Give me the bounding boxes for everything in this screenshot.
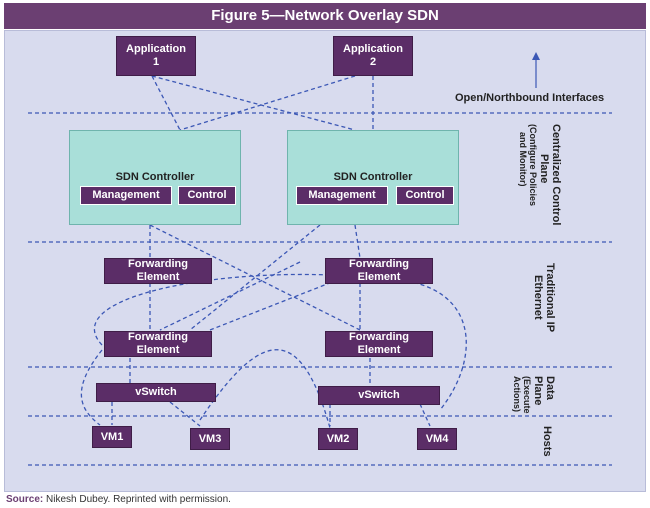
source-credit: Source: Nikesh Dubey. Reprinted with per… [6, 494, 231, 505]
side-label-line: Hosts [541, 426, 553, 457]
element-label: Element [357, 344, 401, 356]
element-label: Element [136, 344, 180, 356]
application-2-box: Application 2 [333, 36, 413, 76]
vm-box: VM1 [92, 426, 132, 448]
vswitch-box: vSwitch [318, 386, 440, 405]
side-label-line: Plane [538, 154, 550, 184]
forwarding-label: Forwarding [349, 258, 409, 270]
vm-box: VM2 [318, 428, 358, 450]
side-label-line: Plane [532, 376, 544, 406]
forwarding-element: Forwarding Element [325, 331, 433, 357]
side-label-sub: (Execute [522, 376, 532, 414]
control-box: Control [396, 186, 454, 205]
traditional-ip-label: Traditional IP Ethernet [532, 263, 556, 332]
controller-title: SDN Controller [333, 171, 413, 183]
forwarding-label: Forwarding [128, 331, 188, 343]
control-box: Control [178, 186, 236, 205]
forwarding-element: Forwarding Element [104, 331, 212, 357]
application-number: 1 [152, 56, 160, 68]
application-number: 2 [369, 56, 377, 68]
vm-box: VM3 [190, 428, 230, 450]
sdn-controller-2: SDN Controller Management Control [287, 130, 459, 225]
management-box: Management [296, 186, 388, 205]
northbound-label: Open/Northbound Interfaces [455, 92, 605, 104]
side-label-line: Data [544, 376, 556, 400]
side-label-sub: Actions) [512, 376, 522, 412]
controller-title: SDN Controller [115, 171, 195, 183]
element-label: Element [136, 271, 180, 283]
side-label-sub: (Configure Policies [528, 124, 538, 207]
forwarding-element: Forwarding Element [104, 258, 212, 284]
application-1-box: Application 1 [116, 36, 196, 76]
forwarding-element: Forwarding Element [325, 258, 433, 284]
hosts-label: Hosts [541, 426, 553, 457]
side-label-line: Traditional IP [544, 263, 556, 333]
element-label: Element [357, 271, 401, 283]
figure-title: Figure 5—Network Overlay SDN [4, 3, 646, 29]
application-label: Application [126, 43, 186, 55]
application-label: Application [343, 43, 403, 55]
forwarding-label: Forwarding [128, 258, 188, 270]
data-plane-label: Data Plane (Execute Actions) [512, 376, 556, 414]
source-text: Nikesh Dubey. Reprinted with permission. [46, 494, 231, 505]
sdn-controller-1: SDN Controller Management Control [69, 130, 241, 225]
side-label-line: Ethernet [532, 275, 544, 320]
management-box: Management [80, 186, 172, 205]
forwarding-label: Forwarding [349, 331, 409, 343]
vm-box: VM4 [417, 428, 457, 450]
side-label-sub: and Monitor) [518, 132, 528, 187]
source-label: Source: [6, 494, 44, 505]
vswitch-box: vSwitch [96, 383, 216, 402]
centralized-control-plane-label: Centralized Control Plane (Configure Pol… [518, 124, 562, 225]
side-label-line: Centralized Control [550, 124, 562, 226]
